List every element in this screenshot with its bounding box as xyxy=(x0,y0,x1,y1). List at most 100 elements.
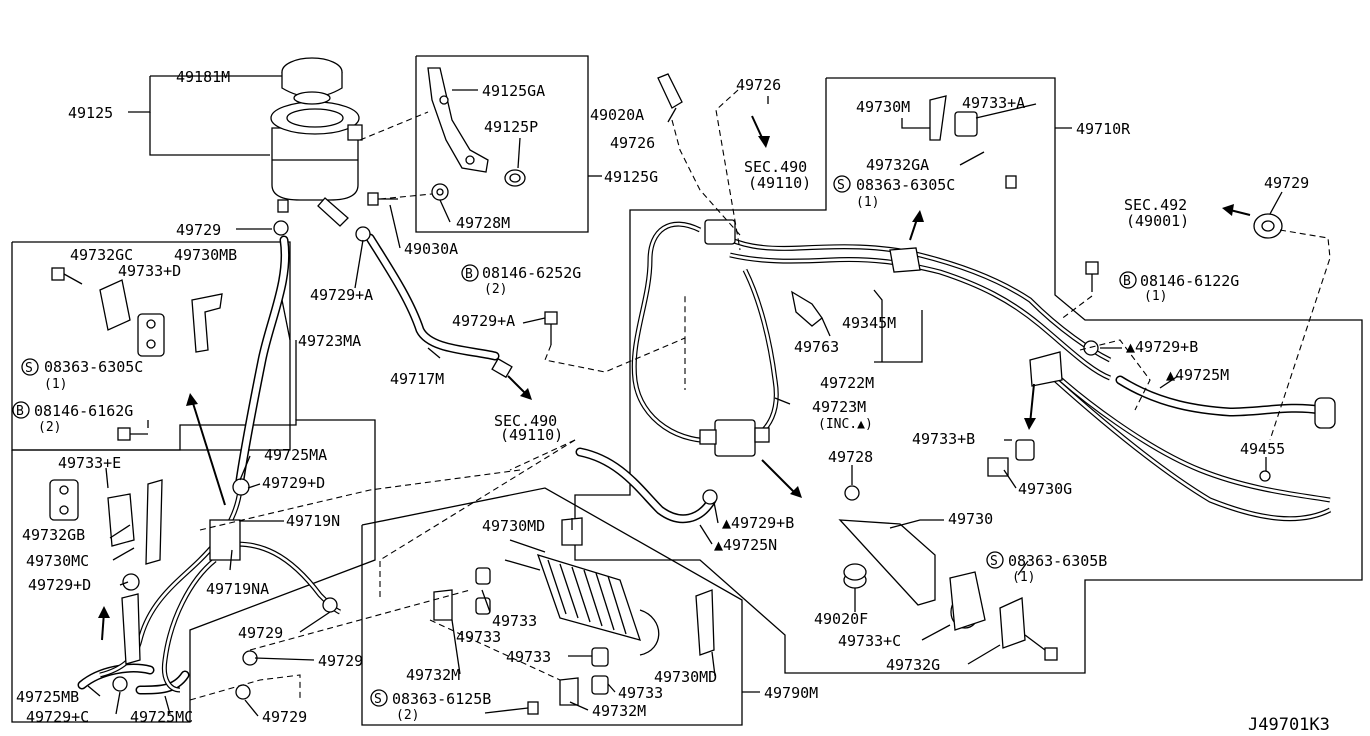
label-49723M: 49723M xyxy=(812,398,866,416)
circled-s-symbol: S xyxy=(370,689,388,707)
label-49725N: ▲49725N xyxy=(714,536,777,554)
label-sec490-mid: SEC.490 xyxy=(494,412,557,430)
circled-b-symbol: B xyxy=(1119,271,1137,289)
circled-b-symbol: B xyxy=(461,264,479,282)
clamps xyxy=(112,213,1336,700)
label-49729-m3: 49729 xyxy=(262,708,307,726)
label-49733E: 49733+E xyxy=(58,454,121,472)
left-bracket-box xyxy=(11,241,291,451)
label-49732GB: 49732GB xyxy=(22,526,85,544)
label-49733-a: 49733 xyxy=(492,612,537,630)
label-49730: 49730 xyxy=(948,510,993,528)
label-49717M: 49717M xyxy=(390,370,444,388)
label-49725MB: 49725MB xyxy=(16,688,79,706)
label-49729D-b: 49729+D xyxy=(28,576,91,594)
svg-text:B: B xyxy=(465,267,473,282)
reservoir-tank xyxy=(270,101,363,227)
label-49729A-a: 49729+A xyxy=(310,286,373,304)
flow-arrows xyxy=(98,115,1251,641)
label-sec490-top: SEC.490 xyxy=(744,158,807,176)
label-sec490-top-ref: (49110) xyxy=(748,174,811,192)
label-49732GA: 49732GA xyxy=(866,156,929,174)
label-49725MC: 49725MC xyxy=(130,708,193,726)
oil-cooler-49790M xyxy=(504,539,660,656)
label-49455: 49455 xyxy=(1240,440,1285,458)
label-49125P: 49125P xyxy=(484,118,538,136)
part-labels: 49181M 49125 49125GA 49125P 49125G 49728… xyxy=(12,68,1330,735)
left-lower-box xyxy=(11,419,376,723)
hose-49725M xyxy=(1115,375,1325,417)
label-49730MB: 49730MB xyxy=(174,246,237,264)
label-49719N: 49719N xyxy=(286,512,340,530)
reservoir-cap xyxy=(281,57,343,105)
label-49729-m2: 49729 xyxy=(318,652,363,670)
label-49728M: 49728M xyxy=(456,214,510,232)
leader-lines xyxy=(87,75,1283,717)
svg-text:S: S xyxy=(990,554,998,569)
label-08146-6162G-qty: (2) xyxy=(38,420,61,435)
valve-block xyxy=(699,419,770,457)
label-sec490-mid-ref: (49110) xyxy=(500,426,563,444)
circled-b-symbol: B xyxy=(12,401,30,419)
svg-text:B: B xyxy=(16,404,24,419)
hose-49725N xyxy=(575,447,717,524)
bolt-08146-6162G xyxy=(117,427,148,441)
right-main-box xyxy=(574,77,1363,674)
label-08146-6252G-qty: (2) xyxy=(484,282,507,297)
hose-49723MA xyxy=(235,235,290,485)
label-49732GC: 49732GC xyxy=(70,246,133,264)
bolt-08146-6122G xyxy=(1085,261,1099,292)
label-49732M-b: 49732M xyxy=(592,702,646,720)
cooler-box xyxy=(361,487,743,726)
label-49732G: 49732G xyxy=(886,656,940,674)
label-49729A-b: 49729+A xyxy=(452,312,515,330)
label-49730G: 49730G xyxy=(1018,480,1072,498)
circled-s-symbol: S xyxy=(833,175,851,193)
label-49729B-right: ▲49729+B xyxy=(1126,338,1198,356)
label-49726-b: 49726 xyxy=(610,134,655,152)
label-49733D: 49733+D xyxy=(118,262,181,280)
reservoir-bracket-box xyxy=(415,55,589,233)
svg-text:S: S xyxy=(374,692,382,707)
label-49726-a: 49726 xyxy=(736,76,781,94)
bolt-08363-6305C-right xyxy=(1005,175,1017,189)
label-49125G: 49125G xyxy=(604,168,658,186)
label-08363-6125B-qty: (2) xyxy=(396,708,419,723)
label-49763: 49763 xyxy=(794,338,839,356)
label-49733-b: 49733 xyxy=(456,628,501,646)
label-49733-c: 49733 xyxy=(506,648,551,666)
label-08363-6305C-left-qty: (1) xyxy=(44,377,67,392)
label-49729-top: 49729 xyxy=(176,221,221,239)
label-49728: 49728 xyxy=(828,448,873,466)
circled-s-symbol: S xyxy=(21,358,39,376)
label-49125: 49125 xyxy=(68,104,113,122)
label-49030A: 49030A xyxy=(404,240,458,258)
fitting-49763 xyxy=(791,290,823,327)
bracket-49125GA xyxy=(427,67,489,173)
label-49125GA: 49125GA xyxy=(482,82,545,100)
svg-text:S: S xyxy=(25,361,33,376)
label-49723MA: 49723MA xyxy=(298,332,361,350)
label-49710R: 49710R xyxy=(1076,120,1131,138)
dashed-reference-lines xyxy=(189,89,1331,701)
label-49725M: ▲49725M xyxy=(1166,366,1229,384)
hose-49717M xyxy=(365,233,500,361)
label-49729-m1: 49729 xyxy=(238,624,283,642)
bolt-08363-6305C-left xyxy=(51,267,83,285)
pipe-49723M xyxy=(631,221,1332,522)
label-49725MA: 49725MA xyxy=(264,446,327,464)
label-49181M: 49181M xyxy=(176,68,230,86)
label-49732M-a: 49732M xyxy=(406,666,460,684)
label-08146-6162G: 08146-6162G xyxy=(34,402,133,420)
label-49729-right: 49729 xyxy=(1264,174,1309,192)
label-08363-6305C-left: 08363-6305C xyxy=(44,358,143,376)
label-49729B-mid: ▲49729+B xyxy=(722,514,794,532)
label-08363-6305B-qty: (1) xyxy=(1012,570,1035,585)
svg-text:B: B xyxy=(1123,274,1131,289)
pipe-49722M xyxy=(718,232,1112,381)
label-49723M-note: (INC.▲) xyxy=(818,417,873,432)
brackets xyxy=(99,95,1063,706)
label-49719NA: 49719NA xyxy=(206,580,269,598)
